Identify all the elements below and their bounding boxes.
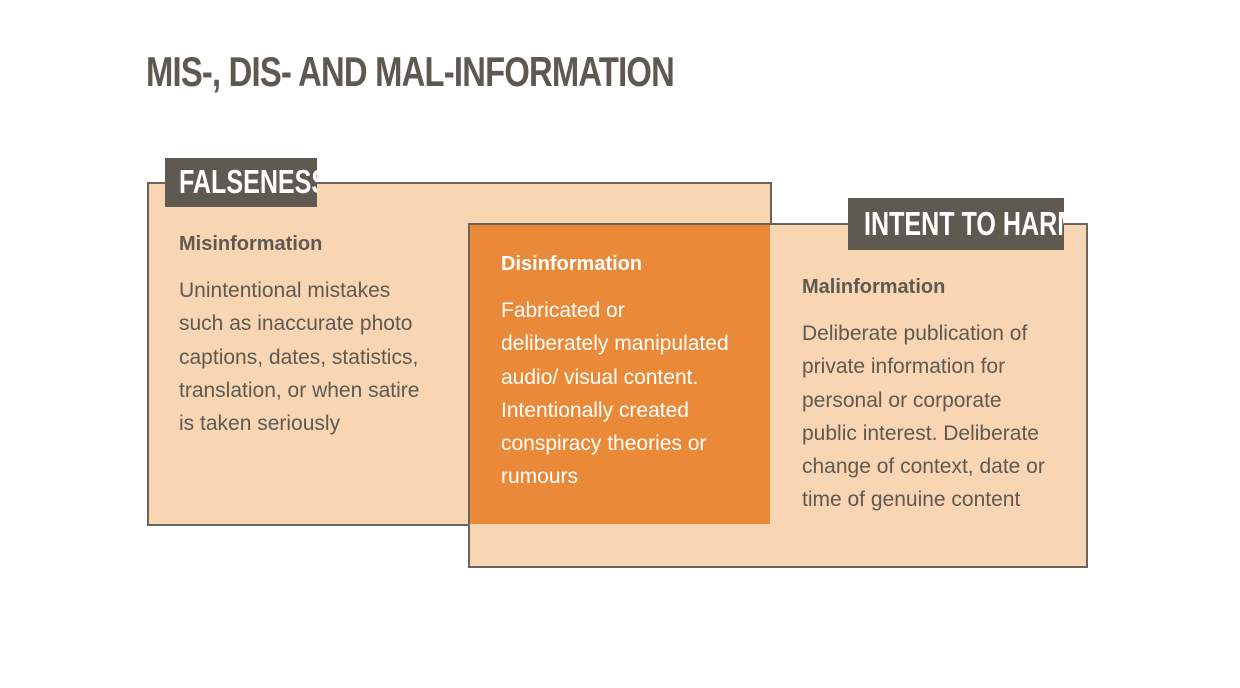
disinformation-heading: Disinformation	[501, 253, 643, 275]
malinformation-description: Deliberate publication of private inform…	[802, 322, 1045, 512]
disinformation-description: Fabricated or deliberately manipulated a…	[501, 299, 729, 489]
misinformation-heading: Misinformation	[179, 233, 323, 255]
malinformation-heading: Malinformation	[802, 276, 946, 298]
overlap-region	[470, 225, 770, 524]
falseness-tag-label: FALSENESS	[179, 163, 317, 200]
falseness-tag: FALSENESS	[165, 158, 317, 207]
page-title: MIS-, DIS- AND MAL-INFORMATION	[146, 48, 675, 95]
misinformation-description: Unintentional mistakes such as inaccurat…	[179, 279, 420, 436]
intent-to-harm-tag: INTENT TO HARM	[848, 198, 1064, 250]
intent-to-harm-tag-label: INTENT TO HARM	[864, 205, 1064, 242]
